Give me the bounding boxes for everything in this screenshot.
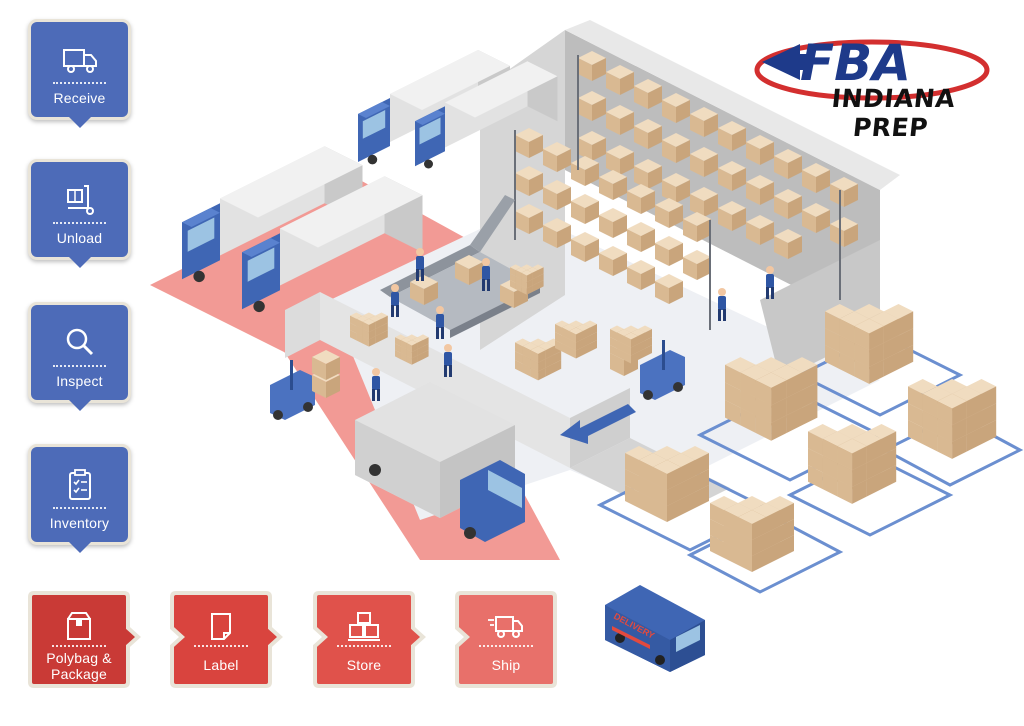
outdoor-pallets: [596, 304, 1024, 594]
step-receive-label: Receive: [53, 90, 106, 106]
step-inspect-label: Inspect: [56, 373, 103, 389]
package-icon: [67, 612, 91, 640]
step-store[interactable]: Store: [315, 593, 413, 686]
step-polybag-package[interactable]: Polybag & Package: [30, 593, 128, 686]
clipboard-icon: [68, 469, 91, 500]
dolly-icon: [66, 185, 94, 215]
forklift-right: [610, 340, 685, 400]
step-ship-label: Ship: [491, 657, 521, 673]
step-label[interactable]: Label: [172, 593, 270, 686]
conveyor-belt: [380, 195, 540, 338]
step-unload-label: Unload: [56, 230, 103, 246]
logo-mark: FBA: [800, 34, 911, 92]
floor-arrow: [560, 404, 636, 444]
step-unload[interactable]: Unload: [31, 162, 128, 268]
step-inventory[interactable]: Inventory: [31, 447, 128, 553]
step-label-label: Label: [203, 657, 239, 673]
step-polybag-package-label: Polybag & Package: [46, 650, 112, 682]
boxes-icon: [348, 612, 380, 641]
step-inventory-label: Inventory: [49, 515, 110, 531]
step-ship[interactable]: Ship: [457, 593, 555, 686]
step-receive[interactable]: Receive: [31, 22, 128, 128]
fast-truck-icon: [488, 616, 523, 638]
delivery-van: DELIVERY: [605, 585, 705, 672]
step-store-label: Store: [346, 657, 382, 673]
truck-icon: [62, 49, 97, 73]
fba-logo: FBA: [754, 34, 990, 101]
outbound-truck: [355, 382, 525, 542]
storage-racks: [514, 51, 858, 330]
step-inspect[interactable]: Inspect: [31, 305, 128, 411]
label-icon: [211, 613, 231, 640]
magnifier-icon: [66, 328, 93, 356]
forklift-left: [270, 350, 340, 420]
